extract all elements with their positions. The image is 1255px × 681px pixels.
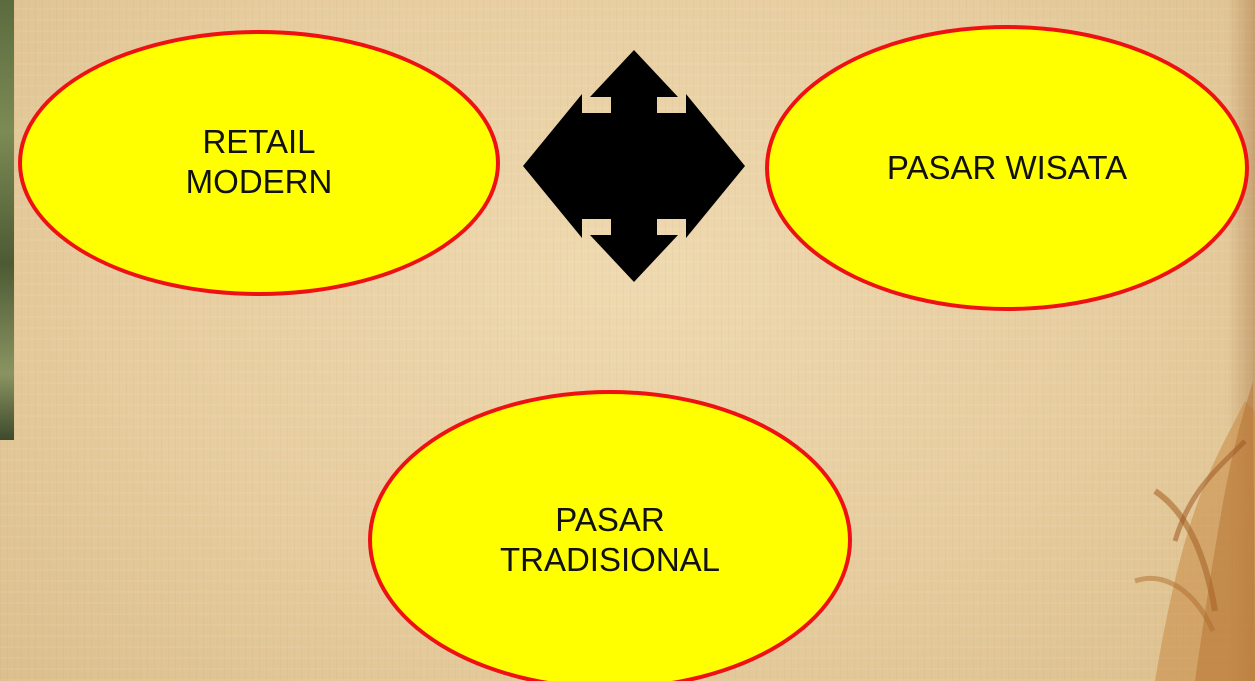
node-label: PASAR WISATA [886,149,1128,186]
node-label: PASAR TRADISIONAL [499,501,721,578]
node-retail-modern: RETAIL MODERN [18,30,500,296]
palm-leaf-decoration [1134,381,1255,681]
node-pasar-tradisional: PASAR TRADISIONAL [368,390,852,681]
left-photo-strip [0,0,14,440]
node-label: RETAIL MODERN [185,123,333,200]
four-way-arrow-icon [523,50,745,282]
node-pasar-wisata: PASAR WISATA [765,25,1249,311]
